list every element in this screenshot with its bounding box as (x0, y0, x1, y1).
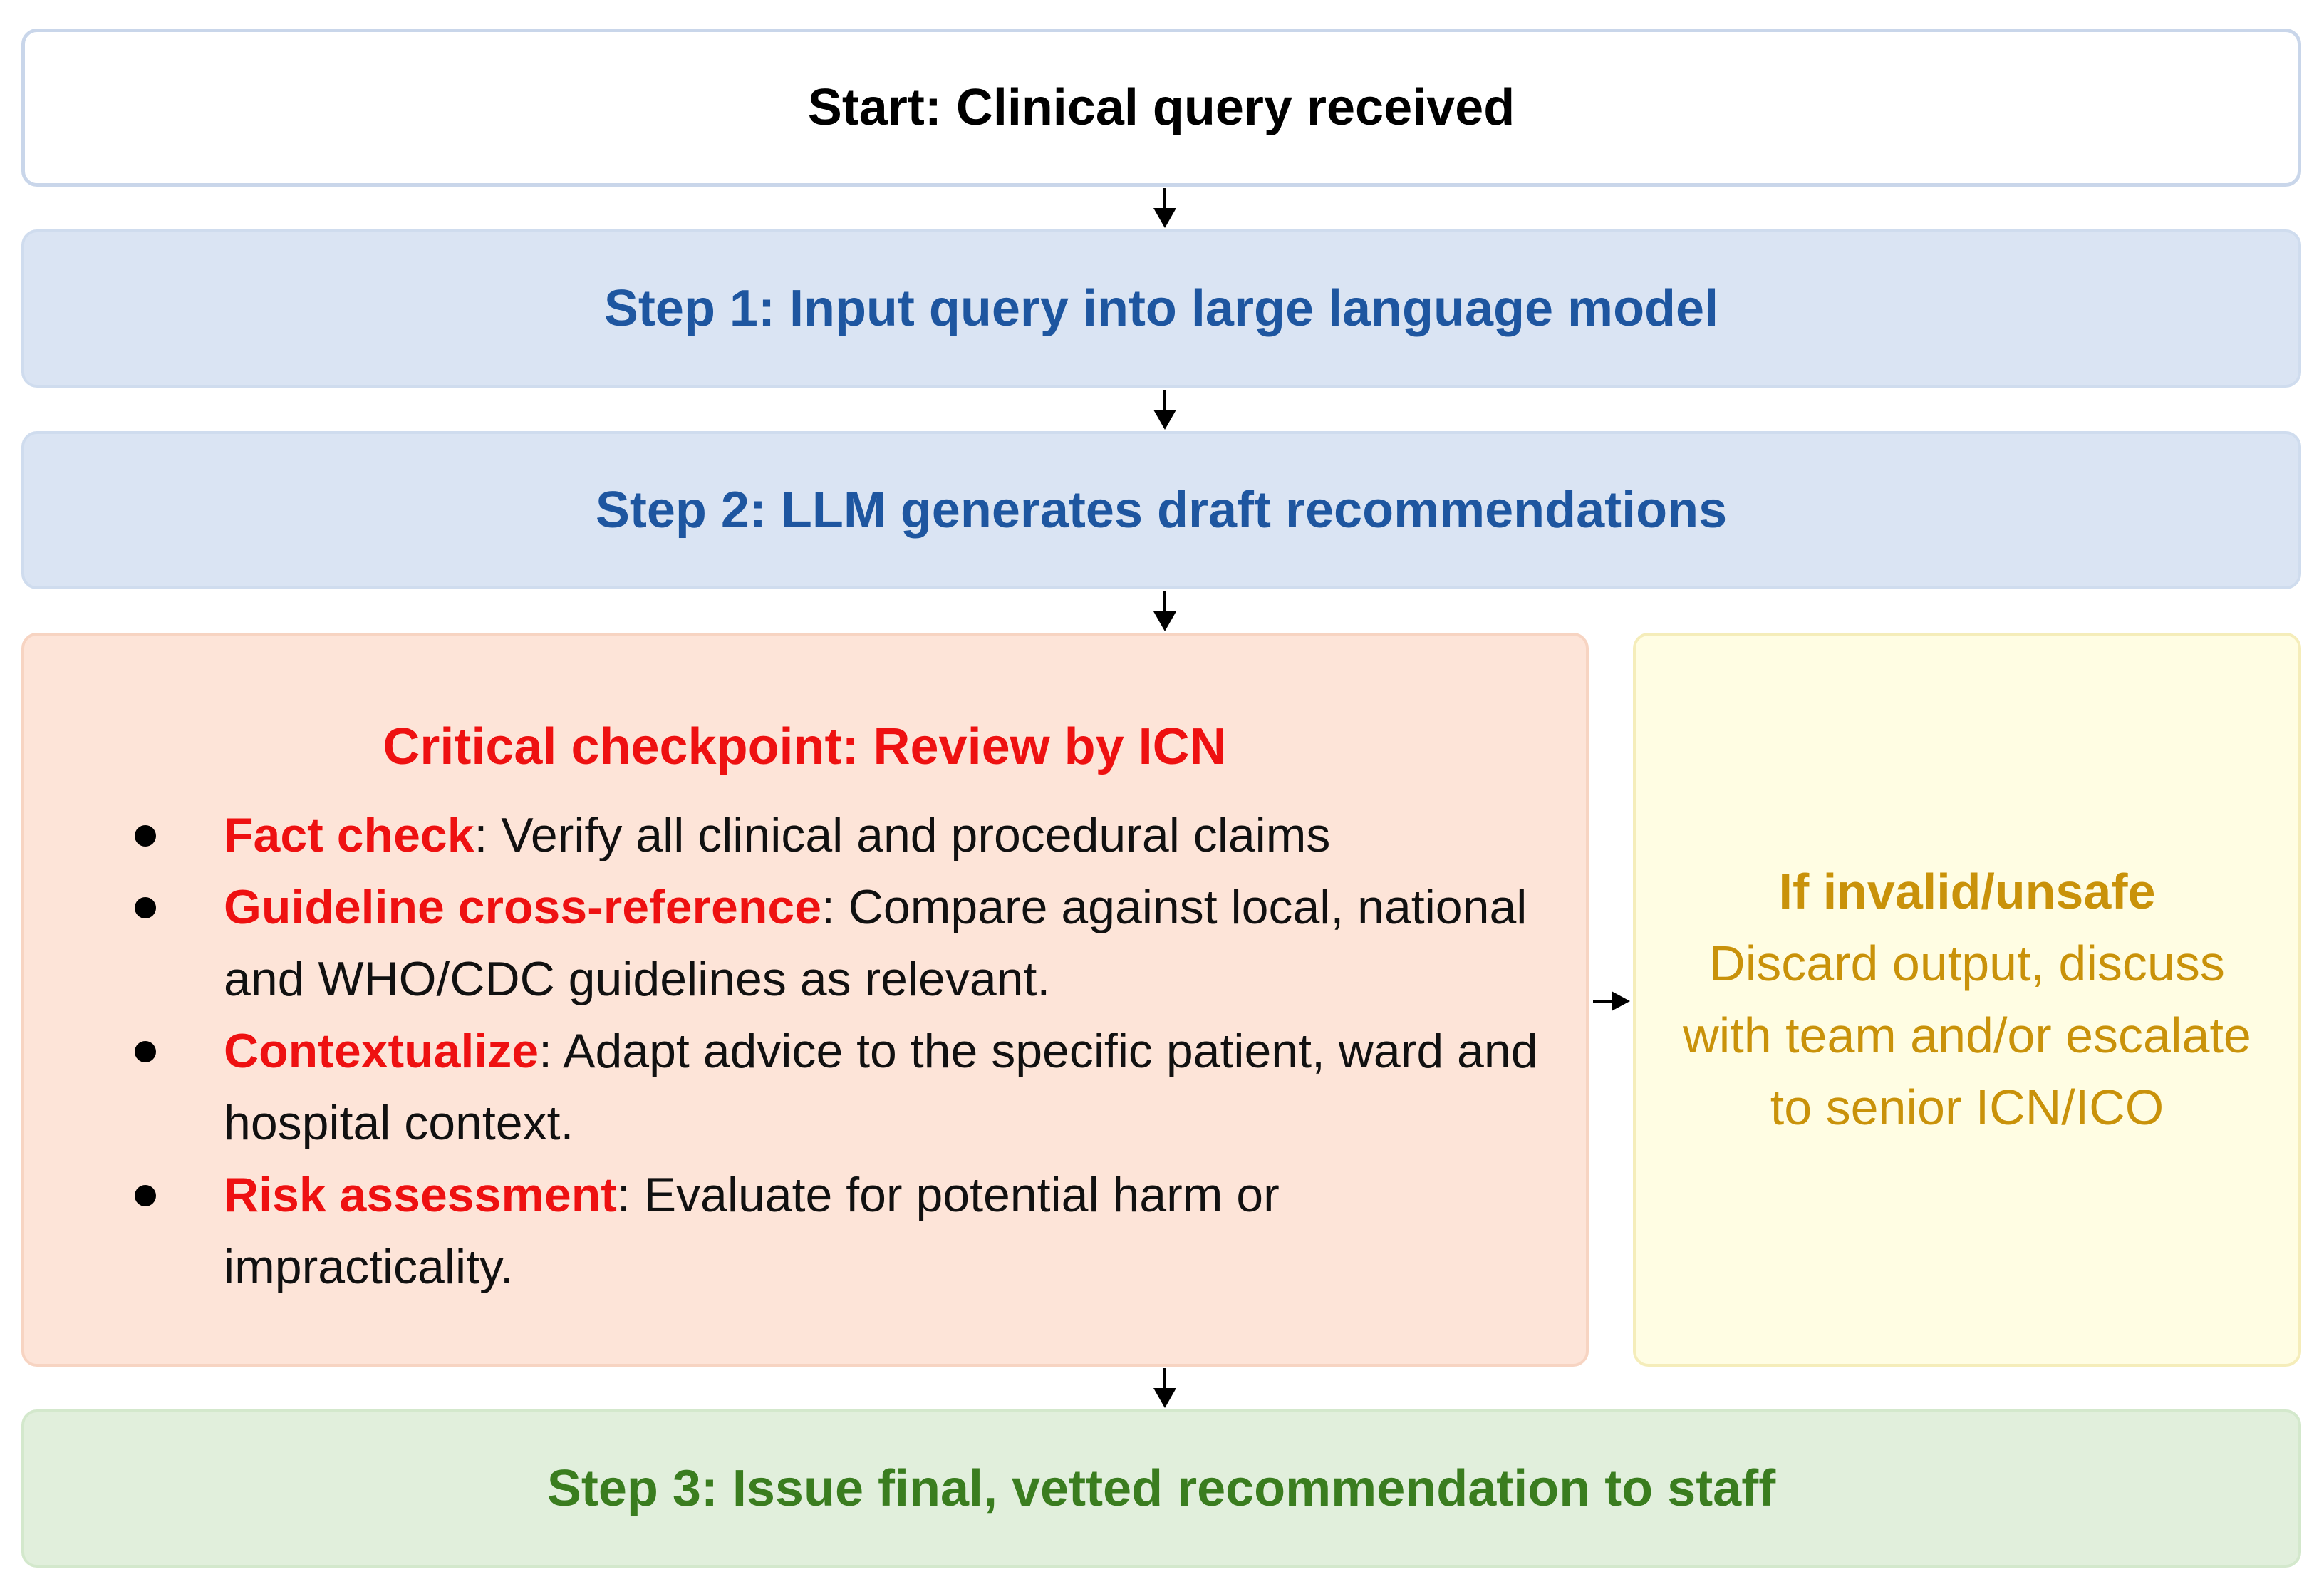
checkpoint-item-risk: Risk assessment: Evaluate for potential … (135, 1159, 1563, 1303)
invalid-branch-title: If invalid/unsafe (1778, 864, 2156, 919)
checkpoint-item-term: Fact check (224, 808, 474, 862)
checkpoint-item-contextualize: Contextualize: Adapt advice to the speci… (135, 1015, 1563, 1159)
start-label: Start: Clinical query received (807, 79, 1515, 136)
checkpoint-item-term: Guideline cross-reference (224, 880, 822, 934)
bullet-icon (135, 825, 156, 847)
checkpoint-item-term: Risk assessment (224, 1168, 617, 1222)
step2-label: Step 2: LLM generates draft recommendati… (595, 482, 1728, 539)
bullet-icon (135, 1185, 156, 1206)
checkpoint-node: Critical checkpoint: Review by ICN Fact … (21, 633, 1589, 1367)
step1-label: Step 1: Input query into large language … (603, 280, 1719, 337)
checkpoint-item-text: : Verify all clinical and procedural cla… (474, 808, 1331, 862)
checkpoint-list: Fact check: Verify all clinical and proc… (135, 799, 1563, 1303)
checkpoint-item-guideline: Guideline cross-reference: Compare again… (135, 871, 1563, 1015)
checkpoint-item-fact-check: Fact check: Verify all clinical and proc… (135, 799, 1563, 871)
invalid-branch-node: If invalid/unsafe Discard output, discus… (1633, 633, 2301, 1367)
step2-node: Step 2: LLM generates draft recommendati… (21, 431, 2301, 589)
checkpoint-item-text: : Compare against local, national and WH… (224, 880, 1527, 1006)
step3-node: Step 3: Issue final, vetted recommendati… (21, 1409, 2301, 1568)
checkpoint-item-text: : Adapt advice to the specific patient, … (224, 1024, 1538, 1150)
invalid-branch-body: Discard output, discuss with team and/or… (1683, 936, 2251, 1135)
checkpoint-item-text: : Evaluate for potential harm or impract… (224, 1168, 1280, 1294)
bullet-icon (135, 897, 156, 918)
checkpoint-title: Critical checkpoint: Review by ICN (383, 718, 1227, 775)
checkpoint-item-term: Contextualize (224, 1024, 539, 1078)
step3-label: Step 3: Issue final, vetted recommendati… (546, 1460, 1776, 1517)
start-node: Start: Clinical query received (21, 29, 2301, 187)
bullet-icon (135, 1041, 156, 1062)
step1-node: Step 1: Input query into large language … (21, 229, 2301, 388)
